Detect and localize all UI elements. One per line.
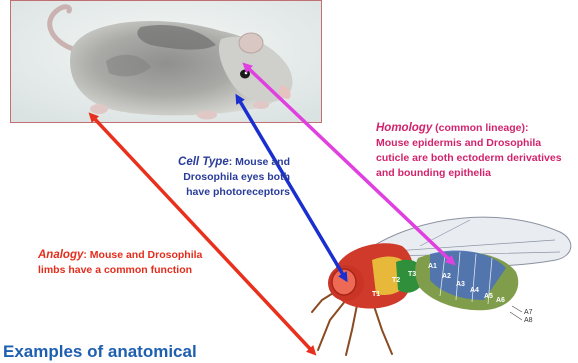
segment-label: A8 bbox=[524, 317, 533, 324]
cell-type-term: Cell Type bbox=[178, 156, 229, 168]
segment-label: T1 bbox=[372, 291, 380, 298]
homology-line: Mouse epidermis and Drosophila bbox=[376, 136, 572, 151]
cell-type-line: : Mouse and bbox=[229, 156, 290, 168]
segment-label: A2 bbox=[442, 273, 451, 280]
segment-label: A1 bbox=[428, 263, 437, 270]
analogy-line: : Mouse and Drosophila bbox=[83, 249, 202, 261]
cell-type-label: Cell Type: Mouse and Drosophila eyes bot… bbox=[118, 155, 290, 200]
homology-line: and bounding epithelia bbox=[376, 166, 572, 181]
homology-term: Homology bbox=[376, 122, 432, 134]
segment-label: T2 bbox=[392, 277, 400, 284]
segment-label: A6 bbox=[496, 297, 505, 304]
analogy-arrow bbox=[92, 116, 313, 352]
segment-label: A5 bbox=[484, 293, 493, 300]
page-title: Examples of anatomical bbox=[3, 342, 197, 362]
analogy-label: Analogy: Mouse and Drosophila limbs have… bbox=[38, 248, 288, 278]
analogy-term: Analogy bbox=[38, 249, 83, 261]
analogy-line: limbs have a common function bbox=[38, 263, 288, 278]
segment-label: A4 bbox=[470, 287, 479, 294]
cell-type-line: have photoreceptors bbox=[118, 185, 290, 200]
cell-type-line: Drosophila eyes both bbox=[118, 170, 290, 185]
homology-qualifier: (common lineage): bbox=[432, 122, 528, 134]
homology-line: cuticle are both ectoderm derivatives bbox=[376, 151, 572, 166]
segment-label: A3 bbox=[456, 281, 465, 288]
segment-label: T3 bbox=[408, 271, 416, 278]
homology-label: Homology (common lineage): Mouse epiderm… bbox=[376, 121, 572, 181]
segment-label: A7 bbox=[524, 309, 533, 316]
